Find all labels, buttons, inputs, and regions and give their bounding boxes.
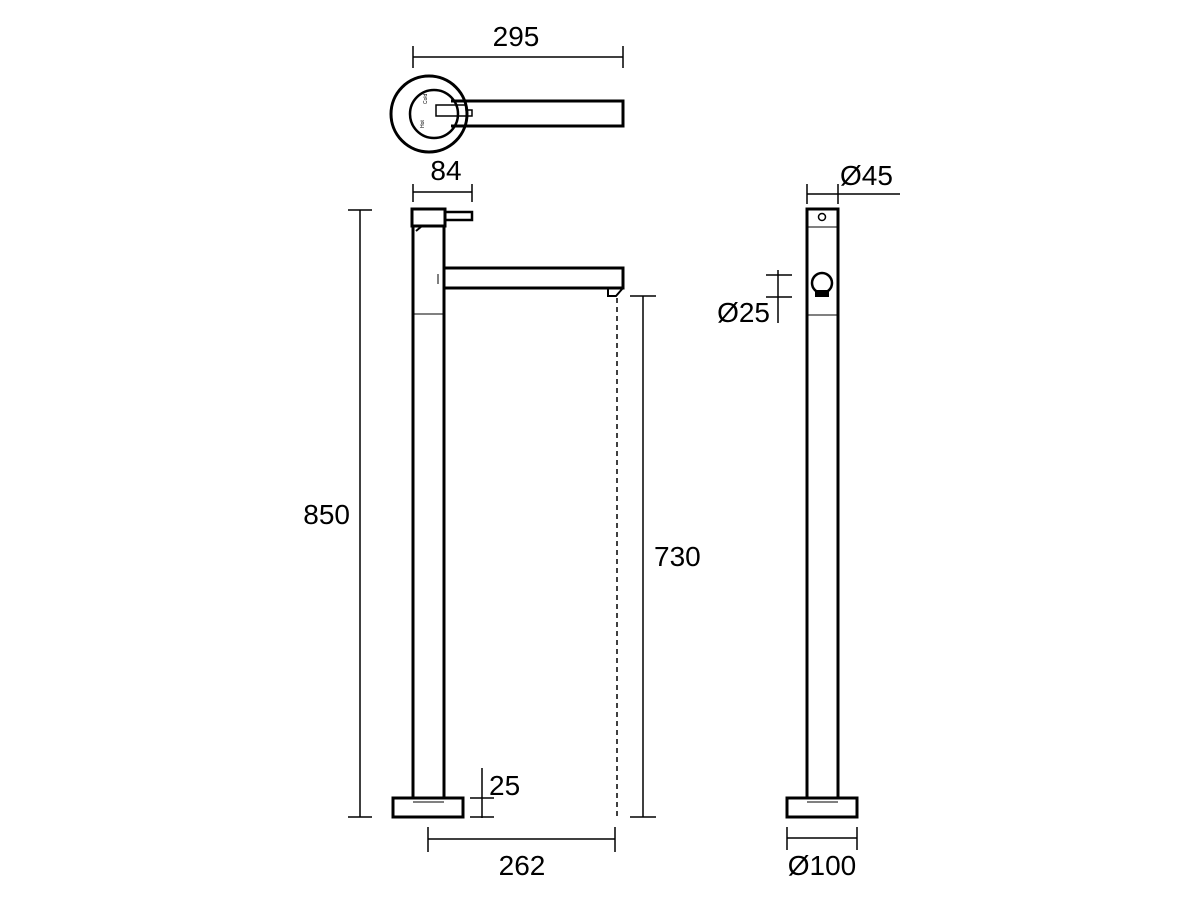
dimension-label-d25: Ø25 — [717, 297, 770, 328]
dimension-730: 730 — [616, 295, 701, 818]
dimension-d100: Ø100 — [786, 827, 858, 881]
dimension-label-25: 25 — [489, 770, 520, 801]
dimension-850: 850 — [303, 209, 372, 818]
side-base — [785, 796, 859, 819]
top-spout-outline — [451, 99, 625, 128]
dimension-295: 295 — [412, 21, 624, 68]
top-base-circle — [389, 74, 469, 154]
dimension-label-84: 84 — [430, 155, 461, 186]
top-lever-handle — [435, 104, 473, 117]
dimension-84: 84 — [412, 155, 473, 202]
front-spout — [444, 266, 625, 290]
dimension-d45: Ø45 — [806, 160, 900, 204]
front-base — [391, 796, 465, 819]
dimension-label-d45: Ø45 — [840, 160, 893, 191]
dimension-label-262: 262 — [499, 850, 546, 881]
dimension-label-850: 850 — [303, 499, 350, 530]
handle-marking-cold: Cold — [423, 93, 429, 104]
front-spout-outlet — [607, 287, 624, 297]
dimension-label-730: 730 — [654, 541, 701, 572]
top-cap-circle — [408, 88, 460, 140]
dimension-262: 262 — [427, 827, 616, 881]
front-column — [411, 226, 446, 798]
dimension-label-295: 295 — [493, 21, 540, 52]
side-handle-stem — [815, 290, 829, 297]
dimension-d25: Ø25 — [717, 270, 792, 328]
dimension-label-d100: Ø100 — [788, 850, 857, 881]
front-cap — [410, 207, 447, 228]
front-lever-handle — [445, 210, 474, 222]
side-view: Ø45 Ø25 Ø100 — [717, 160, 900, 881]
side-cap-indicator — [817, 212, 827, 222]
front-view: 84 850 730 — [303, 155, 700, 881]
handle-marking-hot: Hot — [420, 120, 426, 128]
side-column — [805, 207, 840, 800]
dimension-25: 25 — [470, 768, 520, 818]
top-view: 295 Cold Hot — [389, 21, 625, 154]
